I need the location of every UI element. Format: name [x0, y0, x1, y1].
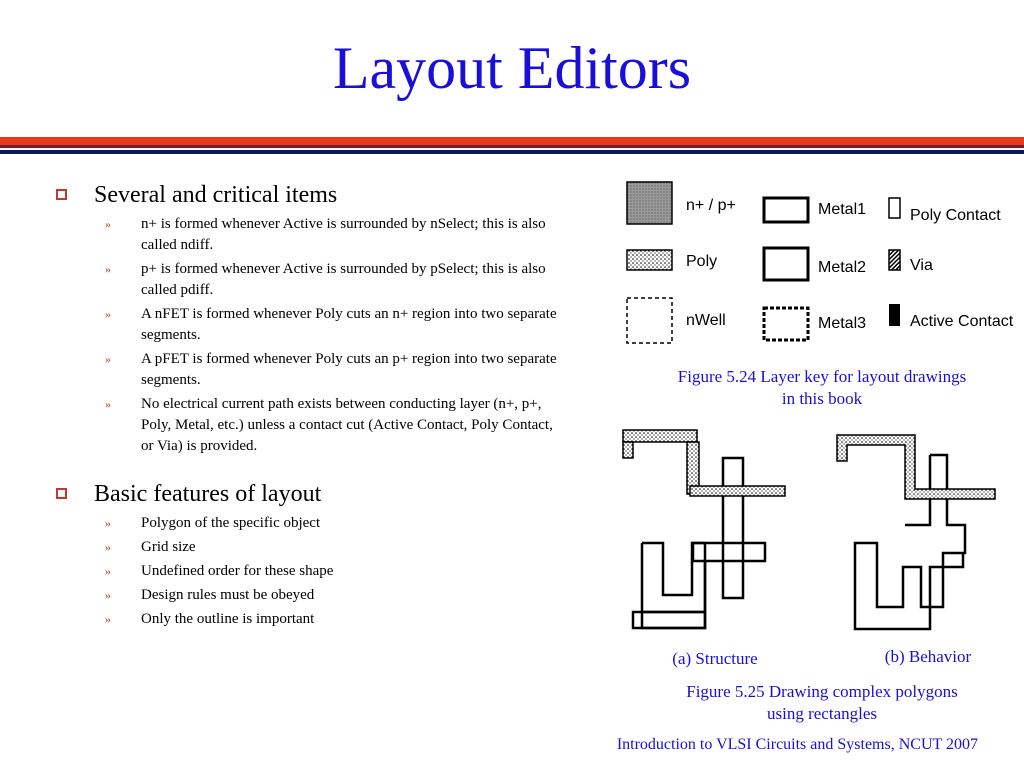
- list-item: »Only the outline is important: [52, 609, 557, 630]
- np-label: n+ / p+: [686, 197, 736, 214]
- list-item: »A nFET is formed whenever Poly cuts an …: [52, 304, 557, 346]
- figure-5-25-caption: Figure 5.25 Drawing complex polygons usi…: [686, 682, 958, 723]
- sub-bullet-list: »Polygon of the specific object »Grid si…: [52, 513, 557, 630]
- divider-red: [0, 137, 1024, 145]
- chevron-bullet-icon: »: [105, 307, 111, 321]
- np-swatch: [626, 181, 673, 225]
- nwell-swatch: [626, 297, 673, 344]
- metal2-swatch: [762, 246, 810, 282]
- polygon-behavior-figure: [836, 434, 996, 631]
- chevron-bullet-icon: »: [105, 352, 111, 366]
- list-item: »No electrical current path exists betwe…: [52, 394, 557, 457]
- poly-contact-label: Poly Contact: [910, 207, 1001, 224]
- chevron-bullet-icon: »: [105, 540, 111, 554]
- chevron-bullet-icon: »: [105, 262, 111, 276]
- chevron-bullet-icon: »: [105, 397, 111, 411]
- list-item: »Polygon of the specific object: [52, 513, 557, 534]
- square-bullet-icon: [56, 189, 67, 200]
- sub-bullet-list: »n+ is formed whenever Active is surroun…: [52, 214, 557, 457]
- nwell-label: nWell: [686, 312, 726, 329]
- poly-contact-swatch: [888, 197, 901, 219]
- list-item: »Grid size: [52, 537, 557, 558]
- polygon-structure-figure: [622, 429, 786, 630]
- list-item: »n+ is formed whenever Active is surroun…: [52, 214, 557, 256]
- chevron-bullet-icon: »: [105, 588, 111, 602]
- section-heading: Basic features of layout: [94, 481, 322, 507]
- chevron-bullet-icon: »: [105, 612, 111, 626]
- divider-maroon: [0, 145, 1024, 148]
- active-contact-swatch: [889, 304, 900, 326]
- via-label: Via: [910, 257, 933, 274]
- footer: Introduction to VLSI Circuits and System…: [616, 736, 978, 753]
- chevron-bullet-icon: »: [105, 516, 111, 530]
- metal3-swatch: [762, 306, 810, 342]
- layer-key-figure: n+ / p+ Poly nWell Metal1 Metal2 Metal3 …: [626, 181, 1014, 344]
- metal2-label: Metal2: [818, 259, 866, 276]
- chevron-bullet-icon: »: [105, 564, 111, 578]
- metal1-swatch: [762, 196, 810, 224]
- behavior-label: (b) Behavior: [884, 647, 972, 666]
- section-heading: Several and critical items: [94, 182, 338, 208]
- slide-title: Layout Editors: [332, 35, 692, 101]
- poly-swatch: [626, 249, 673, 271]
- section-critical-items: Several and critical items »n+ is formed…: [52, 180, 557, 457]
- poly-label: Poly: [686, 253, 717, 270]
- square-bullet-icon: [56, 488, 67, 499]
- divider-navy: [0, 150, 1024, 154]
- bullet-content: Several and critical items »n+ is formed…: [52, 180, 557, 652]
- via-swatch: [888, 249, 901, 271]
- list-item: »Design rules must be obeyed: [52, 585, 557, 606]
- chevron-bullet-icon: »: [105, 217, 111, 231]
- list-item: »Undefined order for these shape: [52, 561, 557, 582]
- figure-5-24-caption: Figure 5.24 Layer key for layout drawing…: [677, 367, 967, 408]
- metal1-label: Metal1: [818, 201, 866, 218]
- section-basic-features: Basic features of layout »Polygon of the…: [52, 479, 557, 630]
- structure-label: (a) Structure: [672, 649, 758, 668]
- metal3-label: Metal3: [818, 315, 866, 332]
- list-item: »p+ is formed whenever Active is surroun…: [52, 259, 557, 301]
- list-item: »A pFET is formed whenever Poly cuts an …: [52, 349, 557, 391]
- active-contact-label: Active Contact: [910, 313, 1014, 330]
